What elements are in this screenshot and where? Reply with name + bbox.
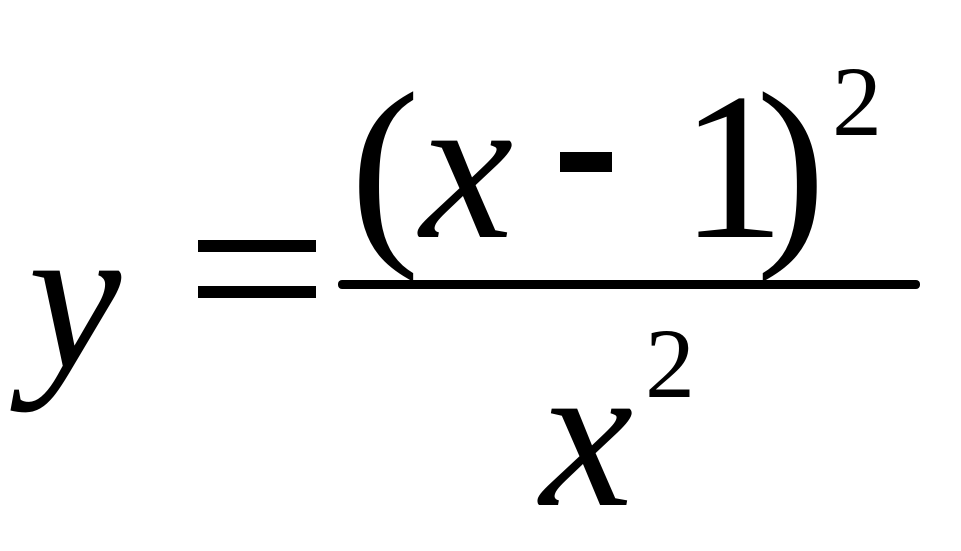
fraction-bar	[338, 280, 920, 289]
numerator-open-paren: (	[350, 51, 420, 283]
equation: y ( x 1 ) 2 x 2	[28, 46, 920, 540]
lhs-variable: y	[28, 181, 122, 413]
equals-sign	[198, 228, 318, 308]
equals-bar-bottom	[198, 286, 316, 298]
denominator-exponent: 2	[645, 308, 695, 419]
denominator-variable: x	[540, 319, 634, 551]
numerator-close-paren: )	[756, 51, 826, 283]
numerator-variable: x	[420, 51, 514, 283]
equals-bar-top	[198, 240, 316, 252]
numerator-exponent: 2	[832, 46, 882, 157]
numerator-constant: 1	[680, 51, 785, 283]
numerator-minus-sign	[560, 152, 612, 172]
